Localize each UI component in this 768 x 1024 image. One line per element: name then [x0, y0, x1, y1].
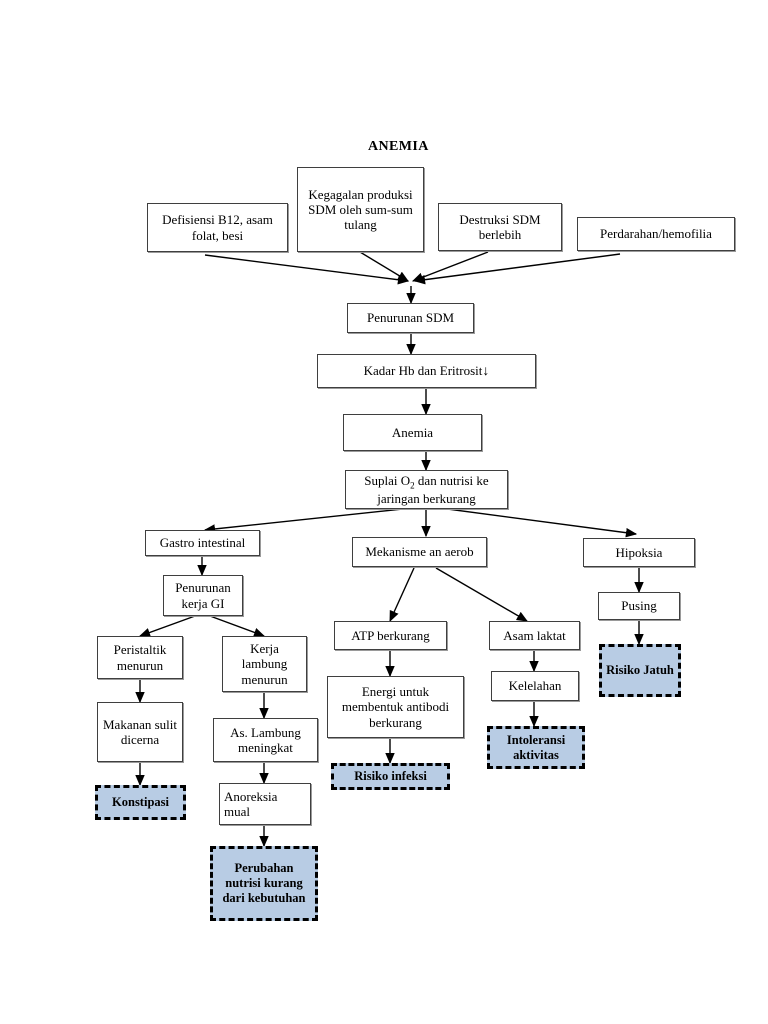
node-atp-berkurang: ATP berkurang — [334, 621, 447, 650]
node-label: Pusing — [621, 598, 657, 614]
node-mekanisme-an-aerob: Mekanisme an aerob — [352, 537, 487, 567]
node-label: Perubahan nutrisi kurang dari kebutuhan — [222, 861, 306, 905]
diagnosis-perubahan-nutrisi: Perubahan nutrisi kurang dari kebutuhan — [210, 846, 318, 921]
node-label: Defisiensi B12, asam folat, besi — [162, 212, 273, 243]
diagnosis-risiko-jatuh: Risiko Jatuh — [599, 644, 681, 697]
node-label: Kadar Hb dan Eritrosit — [363, 363, 483, 378]
node-label: Intoleransi aktivitas — [506, 732, 566, 762]
node-label-cont: dan nutrisi ke jaringan berkurang — [377, 472, 489, 506]
node-label: Peristaltik menurun — [113, 642, 167, 673]
node-label: Anemia — [391, 424, 434, 440]
node-perdarahan-hemofilia: Perdarahan/hemofilia — [577, 217, 735, 251]
diagnosis-konstipasi: Konstipasi — [95, 785, 186, 820]
subscript-2: 2 — [410, 480, 415, 491]
node-kadar-hb-eritrosit: Kadar Hb dan Eritrosit↓ — [317, 354, 536, 388]
node-hipoksia: Hipoksia — [583, 538, 695, 567]
node-label: Risiko infeksi — [354, 769, 427, 784]
node-label: ATP berkurang — [351, 627, 430, 643]
down-arrow-icon: ↓ — [482, 364, 490, 379]
node-label: Penurunan kerja GI — [175, 580, 231, 611]
node-anemia: Anemia — [343, 414, 482, 451]
node-penurunan-sdm: Penurunan SDM — [347, 303, 474, 333]
node-destruksi-sdm: Destruksi SDM berlebih — [438, 203, 562, 251]
node-label: Kerja lambung menurun — [241, 641, 288, 687]
node-label: Energi untuk membentuk antibodi berkuran… — [341, 684, 450, 730]
node-label: As. Lambung meningkat — [230, 724, 301, 755]
node-as-lambung-meningkat: As. Lambung meningkat — [213, 718, 318, 762]
node-energi-antibodi: Energi untuk membentuk antibodi berkuran… — [327, 676, 464, 738]
diagnosis-intoleransi-aktivitas: Intoleransi aktivitas — [487, 726, 585, 769]
node-label: Kelelahan — [508, 678, 562, 694]
node-label: Gastro intestinal — [159, 535, 246, 551]
node-peristaltik-menurun: Peristaltik menurun — [97, 636, 183, 679]
node-makanan-sulit-dicerna: Makanan sulit dicerna — [97, 702, 183, 762]
node-label: Penurunan SDM — [366, 310, 455, 326]
node-gastro-intestinal: Gastro intestinal — [145, 530, 260, 556]
node-label: Mekanisme an aerob — [365, 544, 474, 560]
node-anoreksia-mual: Anoreksia mual — [219, 783, 311, 825]
node-kegagalan-produksi-sdm: Kegagalan produksi SDM oleh sum-sum tula… — [297, 167, 424, 252]
node-label: Suplai O — [364, 472, 411, 488]
node-kerja-lambung-menurun: Kerja lambung menurun — [222, 636, 307, 692]
node-suplai-o2: Suplai O2 dan nutrisi ke jaringan berkur… — [345, 470, 508, 509]
node-pusing: Pusing — [598, 592, 680, 620]
node-label: Kegagalan produksi SDM oleh sum-sum tula… — [308, 186, 413, 233]
node-penurunan-kerja-gi: Penurunan kerja GI — [163, 575, 243, 616]
node-label: Destruksi SDM berlebih — [459, 211, 541, 242]
node-label: Makanan sulit dicerna — [102, 716, 177, 747]
page-title: ANEMIA — [368, 139, 429, 154]
node-label: Risiko Jatuh — [606, 663, 674, 678]
diagnosis-risiko-infeksi: Risiko infeksi — [331, 763, 450, 790]
node-kelelahan: Kelelahan — [491, 671, 579, 701]
node-asam-laktat: Asam laktat — [489, 621, 580, 650]
node-defisiensi-b12: Defisiensi B12, asam folat, besi — [147, 203, 288, 252]
node-label: Anoreksia mual — [224, 788, 278, 819]
node-label: Asam laktat — [503, 627, 566, 643]
node-label: Perdarahan/hemofilia — [600, 226, 712, 242]
node-label: Konstipasi — [112, 795, 169, 810]
node-label: Hipoksia — [615, 544, 663, 560]
